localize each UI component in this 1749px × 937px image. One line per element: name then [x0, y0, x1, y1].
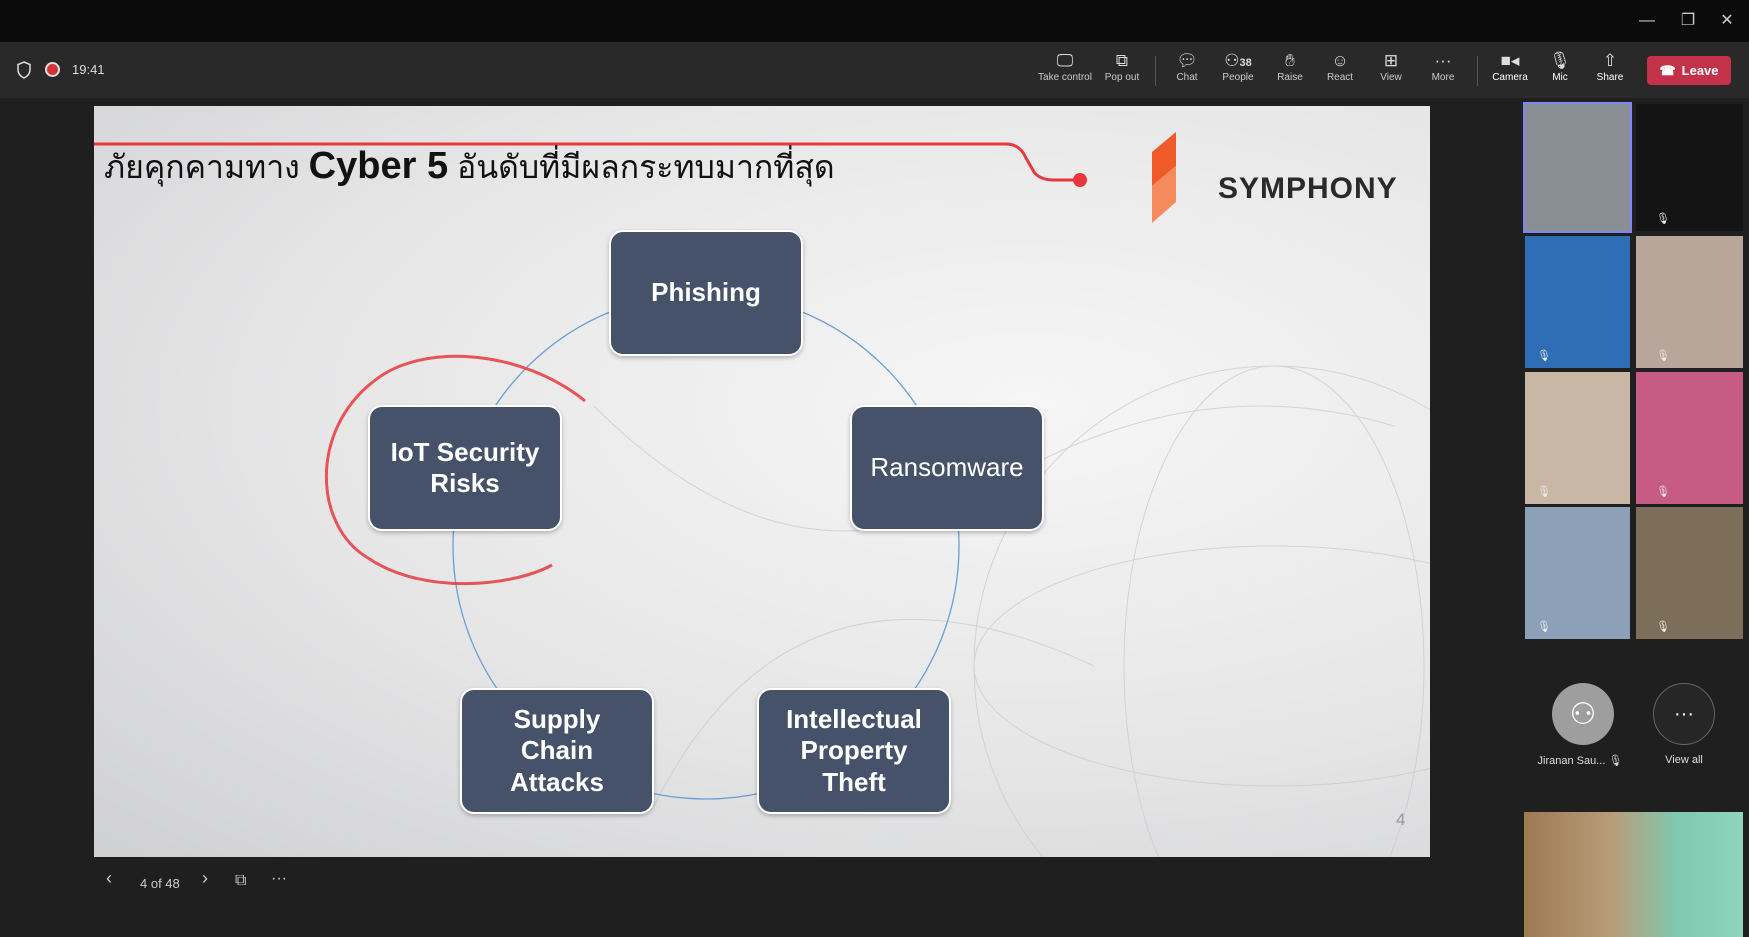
camera-button[interactable]: ■◂Camera	[1480, 50, 1540, 83]
mic-off-icon: 🎙︎	[1656, 350, 1670, 362]
phone-hangup-icon: ☎	[1659, 62, 1676, 78]
participant-tile[interactable]	[1523, 102, 1632, 233]
title-underline	[94, 142, 1080, 182]
share-button[interactable]: ⇧Share	[1580, 50, 1640, 83]
camera-icon: ■◂	[1500, 51, 1520, 70]
next-slide-button[interactable]: ›	[202, 868, 208, 888]
slide-grid-icon[interactable]: ⧉	[235, 872, 247, 889]
mic-off-icon: 🎙︎	[1537, 621, 1551, 633]
participant-tile[interactable]: 🎙︎	[1525, 372, 1630, 504]
more-icon: ···	[1434, 51, 1452, 70]
react-button[interactable]: ☺React	[1310, 50, 1370, 83]
raise-hand-button[interactable]: ✋︎Raise	[1260, 50, 1320, 83]
self-view-video[interactable]	[1524, 812, 1743, 937]
people-icon: ⚇	[1224, 51, 1240, 70]
node-iot: IoT Security Risks	[368, 405, 562, 531]
meeting-timer: 19:41	[72, 62, 105, 77]
mic-off-icon: 🎙︎	[1656, 486, 1670, 498]
shared-slide: ภัยคุกคามทาง Cyber 5 อันดับที่มีผลกระทบม…	[94, 106, 1430, 857]
close-button[interactable]: ✕	[1720, 12, 1734, 29]
node-ransomware: Ransomware	[850, 405, 1044, 531]
leave-button[interactable]: ☎Leave	[1647, 56, 1731, 85]
node-supply-chain: Supply Chain Attacks	[460, 688, 654, 814]
red-dot	[1073, 173, 1087, 187]
grid-icon: ⊞	[1383, 51, 1399, 70]
person-icon: ⚇	[1569, 697, 1597, 731]
shield-icon	[17, 61, 31, 79]
pen-annotation	[324, 354, 586, 586]
previous-slide-button[interactable]: ‹	[106, 868, 112, 888]
recording-icon	[45, 62, 60, 77]
slide-title: ภัยคุกคามทาง Cyber 5 อันดับที่มีผลกระทบม…	[104, 145, 835, 187]
participant-name: Jiranan Sau...	[1537, 755, 1606, 767]
divider	[1477, 56, 1478, 86]
smiley-icon: ☺	[1331, 51, 1349, 70]
participant-tile[interactable]: 🎙︎	[1636, 104, 1743, 231]
people-count: 38	[1239, 57, 1252, 69]
symphony-logo-mark	[1152, 132, 1176, 223]
take-control-button[interactable]: 🖵Take control	[1035, 50, 1095, 83]
minimize-button[interactable]: —	[1639, 12, 1655, 29]
mic-off-icon: 🎙︎	[1608, 755, 1623, 767]
mic-off-icon: 🎙︎	[1549, 51, 1571, 70]
mic-off-icon: 🎙︎	[1537, 486, 1551, 498]
restore-button[interactable]: ❐	[1680, 12, 1696, 29]
take-control-icon: 🖵	[1056, 51, 1074, 70]
chat-button[interactable]: 💬︎Chat	[1157, 50, 1217, 83]
mic-button[interactable]: 🎙︎Mic	[1530, 50, 1590, 83]
more-button[interactable]: ···More	[1413, 50, 1473, 83]
more-icon: ···	[1674, 702, 1694, 725]
divider	[1155, 56, 1156, 86]
mic-off-icon: 🎙︎	[1656, 621, 1670, 633]
slide-counter: 4 of 48	[140, 876, 180, 891]
title-bar: — ❐ ✕	[0, 0, 1749, 42]
participant-tile[interactable]: 🎙︎	[1525, 236, 1630, 368]
participant-tile[interactable]: 🎙︎	[1636, 372, 1743, 504]
participant-tile[interactable]: 🎙︎	[1636, 507, 1743, 639]
slide-graphics	[94, 132, 1430, 857]
mic-off-icon: 🎙︎	[1656, 213, 1670, 225]
participant-avatar[interactable]: ⚇	[1552, 683, 1614, 745]
share-icon: ⇧	[1602, 51, 1618, 70]
view-all-button[interactable]: ···	[1653, 683, 1715, 745]
chat-icon: 💬︎	[1176, 51, 1198, 70]
view-button[interactable]: ⊞View	[1361, 50, 1421, 83]
node-phishing: Phishing	[609, 230, 803, 356]
more-options-icon[interactable]: ···	[271, 870, 287, 887]
participant-tile[interactable]: 🎙︎	[1636, 236, 1743, 368]
participant-tile[interactable]: 🎙︎	[1525, 507, 1630, 639]
mic-off-icon: 🎙︎	[1537, 350, 1551, 362]
node-ip-theft: Intellectual Property Theft	[757, 688, 951, 814]
view-all-label[interactable]: View all	[1665, 754, 1703, 766]
slide-number: 4	[1396, 810, 1406, 829]
pop-out-button[interactable]: ⧉Pop out	[1092, 50, 1152, 83]
pop-out-icon: ⧉	[1115, 51, 1129, 70]
symphony-logo: SYMPHONY	[1218, 172, 1398, 205]
hand-icon: ✋︎	[1285, 51, 1295, 70]
